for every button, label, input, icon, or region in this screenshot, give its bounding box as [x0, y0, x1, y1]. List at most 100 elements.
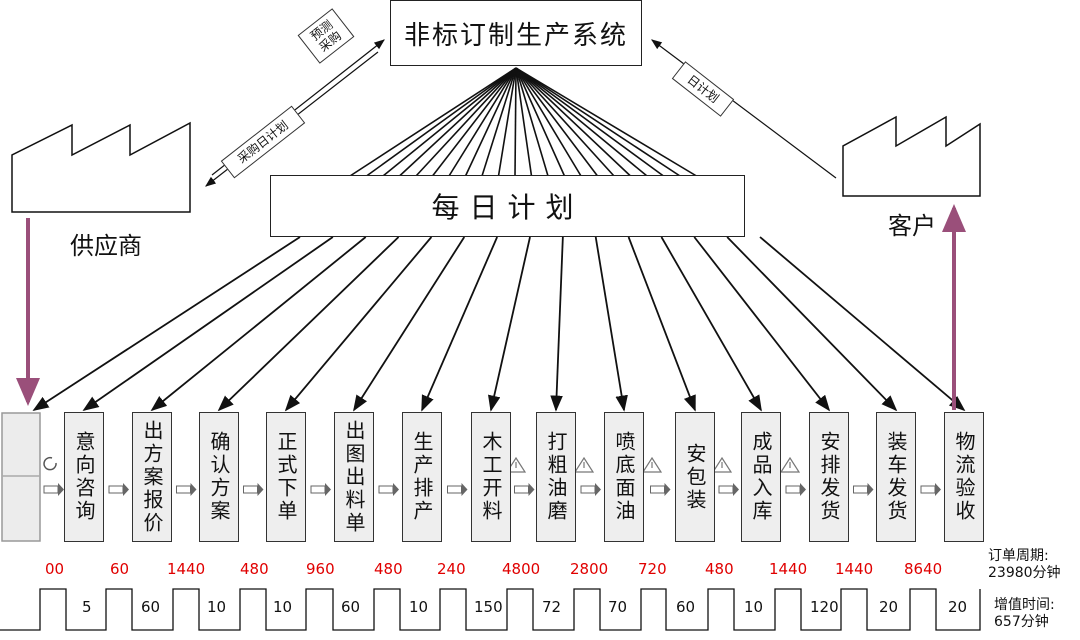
system-plan-line — [515, 67, 632, 177]
process-step: 出方案报价 — [132, 412, 172, 542]
system-plan-line — [515, 67, 615, 177]
system-plan-line — [515, 67, 599, 177]
value-added-time-value: 10 — [409, 598, 429, 616]
push-arrow-icon — [378, 483, 399, 496]
push-arrow-icon — [580, 483, 601, 496]
system-plan-line — [366, 67, 517, 177]
value-added-time-value: 60 — [341, 598, 361, 616]
value-added-time-value: 20 — [879, 598, 899, 616]
system-plan-line — [464, 67, 517, 177]
plan-step-arrow — [284, 236, 433, 412]
plan-step-arrow — [82, 236, 334, 412]
plan-step-arrow — [353, 236, 466, 412]
process-step-label: 安排发货 — [817, 431, 841, 523]
process-step-label: 物流验收 — [952, 431, 976, 523]
system-plan-line — [382, 67, 517, 177]
system-plan-line — [515, 67, 533, 177]
process-step: 出图出料单 — [334, 412, 374, 542]
wait-time-value: 480 — [705, 560, 734, 578]
plan-step-arrow — [217, 236, 400, 412]
system-plan-line — [515, 67, 681, 177]
wait-time-value: 60 — [110, 560, 130, 578]
wait-time-value: 1440 — [769, 560, 808, 578]
wait-time-value: 1440 — [167, 560, 206, 578]
process-step: 安包装 — [675, 412, 715, 542]
plan-step-arrow — [726, 236, 898, 412]
system-plan-line — [448, 67, 517, 177]
wait-time-value: 2800 — [570, 560, 609, 578]
process-step-label: 装车发货 — [884, 431, 908, 523]
process-step: 确认方案 — [199, 412, 239, 542]
process-step-label: 确认方案 — [207, 431, 231, 523]
process-step-label: 生产排产 — [410, 431, 434, 523]
system-title: 非标订制生产系统 — [390, 0, 642, 66]
supplier-label: 供应商 — [70, 232, 142, 260]
supplier-factory-icon — [11, 121, 191, 213]
push-arrow-icon — [514, 483, 535, 496]
supplier-inventory-box — [1, 412, 41, 542]
plan-step-arrow — [488, 236, 531, 412]
process-step-label: 意向咨询 — [72, 431, 96, 523]
process-step-label: 木工开料 — [479, 431, 503, 523]
system-plan-line — [431, 67, 517, 177]
process-step: 装车发货 — [876, 412, 916, 542]
warning-icons — [505, 456, 801, 473]
wait-time-value: 960 — [306, 560, 335, 578]
process-step-label: 出方案报价 — [140, 419, 164, 535]
customer-factory-icon — [842, 115, 981, 197]
daily-plan-arrow-to-system — [651, 39, 837, 179]
process-step: 生产排产 — [402, 412, 442, 542]
value-added-time-value: 60 — [676, 598, 696, 616]
value-added-time-value: 60 — [141, 598, 161, 616]
value-added-time-value: 70 — [608, 598, 628, 616]
system-to-plan-lines — [349, 67, 697, 177]
plan-step-arrow — [759, 236, 966, 412]
push-arrow-icon — [243, 483, 264, 496]
cycle-icon — [43, 456, 57, 471]
wait-time-value: 240 — [437, 560, 466, 578]
process-step: 成品入库 — [741, 412, 781, 542]
system-plan-line — [515, 67, 697, 177]
process-step: 正式下单 — [266, 412, 306, 542]
push-arrow-icon — [176, 483, 197, 496]
push-arrow-icon — [447, 483, 468, 496]
value-added-time-value: 10 — [744, 598, 764, 616]
value-added-time-value: 20 — [948, 598, 968, 616]
plan-step-arrow — [693, 236, 831, 412]
customer-label: 客户 — [888, 212, 936, 240]
plan-step-arrow — [32, 236, 301, 411]
push-arrow-icon — [785, 483, 806, 496]
value-added-time-value: 150 — [474, 598, 503, 616]
push-arrow-icon — [920, 483, 941, 496]
push-arrow-icon — [718, 483, 739, 496]
wait-time-value: 8640 — [904, 560, 943, 578]
value-added-time-value: 10 — [273, 598, 293, 616]
process-step-label: 打粗油磨 — [544, 431, 568, 523]
process-step: 物流验收 — [944, 412, 984, 542]
process-step-label: 出图出料单 — [342, 419, 366, 535]
wait-time-value: 480 — [374, 560, 403, 578]
order-cycle-summary: 订单周期: 23980分钟 — [988, 548, 1061, 581]
value-added-time-value: 5 — [82, 598, 92, 616]
value-added-time-value: 10 — [207, 598, 227, 616]
system-plan-line — [515, 67, 648, 177]
system-plan-line — [515, 67, 549, 177]
push-arrow-icon — [853, 483, 874, 496]
system-plan-line — [398, 67, 517, 177]
wait-time-value: 00 — [45, 560, 65, 578]
wait-time-value: 720 — [638, 560, 667, 578]
plan-step-arrow — [594, 236, 628, 412]
plan-step-arrow — [627, 236, 696, 412]
plan-step-arrow — [150, 236, 367, 412]
value-added-time-value: 72 — [542, 598, 562, 616]
timeline-wave — [0, 588, 981, 631]
system-plan-line — [514, 67, 517, 177]
wait-time-value: 480 — [240, 560, 269, 578]
value-added-time-value: 120 — [810, 598, 839, 616]
push-arrow-icon — [108, 483, 129, 496]
process-step: 喷底面油 — [604, 412, 644, 542]
process-step-label: 喷底面油 — [612, 431, 636, 523]
system-plan-line — [515, 67, 566, 177]
plan-to-step-arrows — [32, 236, 966, 412]
system-plan-line — [415, 67, 517, 177]
